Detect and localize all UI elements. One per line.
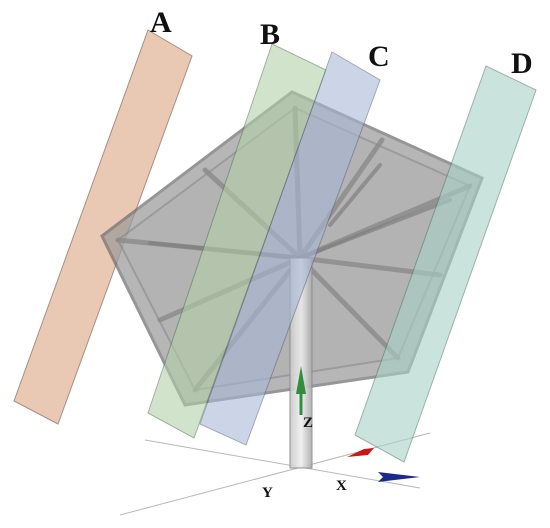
plane-a (13, 29, 193, 425)
plane-b (147, 43, 327, 439)
z-axis-arrow (296, 366, 306, 394)
plane-c (199, 51, 381, 446)
plane-d (354, 65, 537, 463)
x-axis-arrow-blue (378, 472, 420, 482)
axis-label-z: Z (303, 415, 313, 431)
axis-triad (296, 366, 420, 482)
plane-label-d: D (511, 47, 533, 80)
plane-label-b: B (260, 18, 280, 51)
axis-label-y: Y (262, 485, 273, 501)
x-axis-arrow-red (347, 448, 374, 457)
plane-label-a: A (150, 6, 172, 39)
axis-label-x: X (336, 478, 347, 494)
plane-label-c: C (368, 40, 390, 73)
